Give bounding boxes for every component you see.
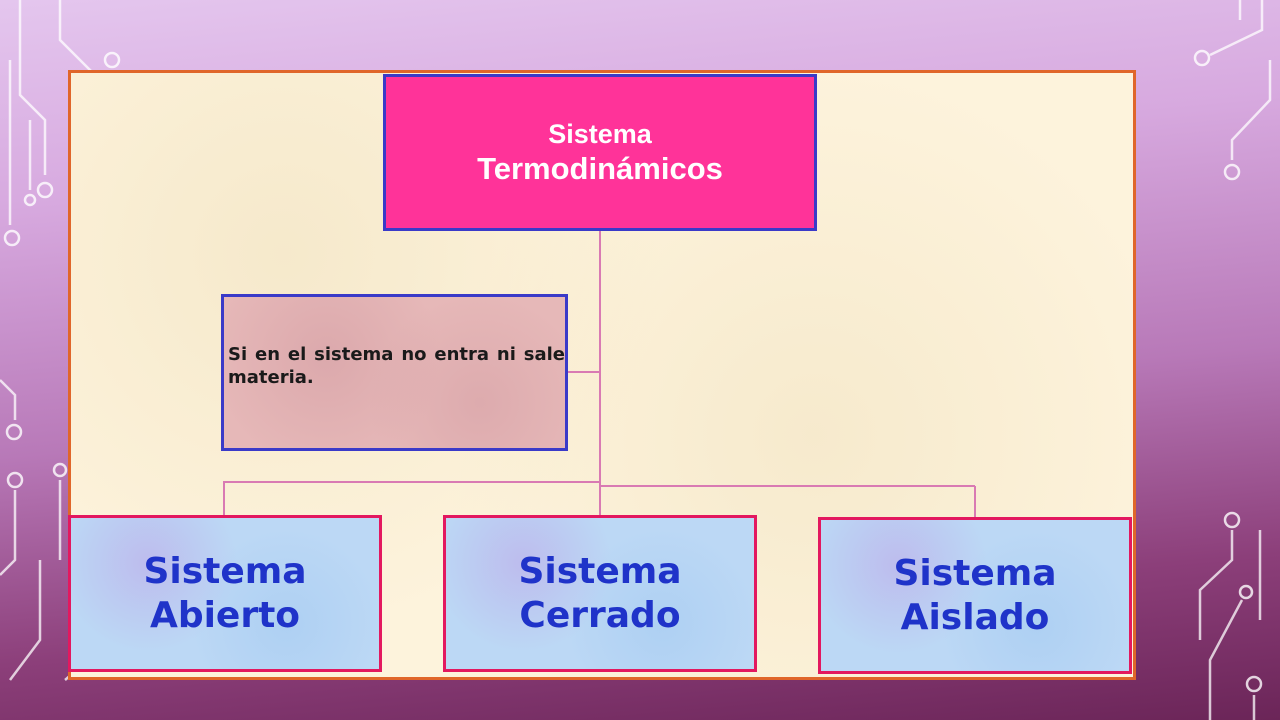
root-node: Sistema Termodinámicos [383,74,817,231]
note-text: Si en el sistema no entra ni sale materi… [228,344,565,388]
note-node: Si en el sistema no entra ni sale materi… [221,294,568,451]
child-node-line1: Sistema [518,550,682,592]
child-node-line2: Cerrado [519,594,681,636]
child-node-line2: Abierto [149,594,301,636]
child-node-line2: Aislado [900,596,1050,638]
root-node-line1: Sistema [548,118,652,149]
child-node-line1: Sistema [893,552,1057,594]
root-node-line2: Termodinámicos [477,151,723,187]
child-node-line1: Sistema [143,550,307,592]
child-node-cerrado: Sistema Cerrado [443,515,757,672]
child-node-abierto: Sistema Abierto [68,515,382,672]
child-node-aislado: Sistema Aislado [818,517,1132,674]
